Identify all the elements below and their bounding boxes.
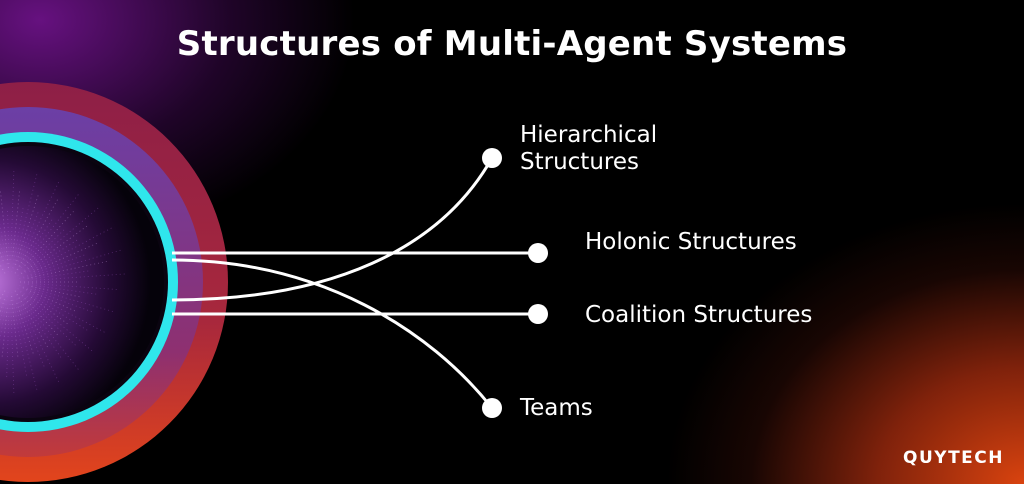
hub-ray (16, 298, 46, 370)
hub-ray (10, 171, 15, 261)
hub-ray (7, 208, 10, 265)
hub-ray (24, 210, 75, 266)
connector-hierarchical (171, 157, 494, 302)
hub-ray (22, 287, 76, 312)
hub-ray (14, 290, 48, 348)
hub-ray (11, 208, 24, 273)
hub-ray (12, 173, 38, 269)
hub-ray (0, 190, 9, 269)
hub-core (0, 146, 164, 418)
hub-ray (16, 302, 34, 355)
page-title: Structures of Multi-Agent Systems (176, 24, 848, 64)
hub-ray (31, 286, 80, 298)
hub-ray (28, 227, 67, 265)
node-dot-coalition (528, 304, 548, 324)
hub-ray (23, 299, 79, 370)
node-label-coalition: Coalition Structures (585, 302, 813, 328)
node-dot-holonic (528, 243, 548, 263)
connector-teams (171, 258, 494, 409)
node-dot-teams (482, 398, 502, 418)
hub-ray (35, 273, 128, 281)
hub-ray (17, 288, 95, 354)
hub-ray (6, 303, 10, 378)
hub-ray (19, 291, 77, 347)
hub-ray (27, 261, 107, 279)
hub-ray (15, 294, 60, 383)
hub-ray (21, 180, 60, 259)
hub-particle-rays (0, 171, 128, 396)
node-label-hierarchical: Hierarchical Structures (520, 122, 658, 175)
hub-ray (1, 307, 8, 360)
node-label-teams: Teams (520, 395, 593, 421)
hub-ray (17, 217, 54, 271)
hub-ray (11, 295, 19, 359)
hub-ray (17, 211, 39, 262)
node-dot-hierarchical (482, 148, 502, 168)
node-label-holonic: Holonic Structures (585, 229, 797, 255)
hub-ray (17, 207, 99, 276)
hub-ray (15, 192, 40, 266)
hub-ray (34, 288, 114, 313)
hub-ray (33, 241, 100, 272)
brand-logo: QUYTECH (903, 448, 1004, 468)
hub-ray (10, 299, 15, 396)
hub-ray (20, 191, 81, 269)
hub-ray (0, 222, 9, 273)
hub-ray (15, 307, 38, 392)
